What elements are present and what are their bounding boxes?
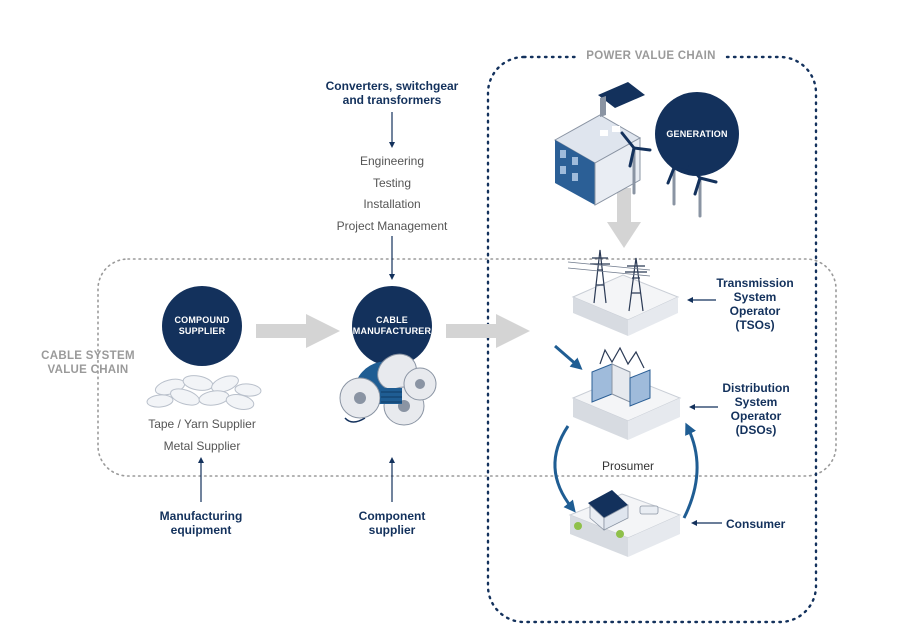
compound-supplier-label: COMPOUND SUPPLIER [162,315,242,337]
cable-chain-boundary [97,258,837,477]
service-item: Engineering [359,154,425,168]
cable-chain-title: CABLE SYSTEM VALUE CHAIN [33,349,143,377]
service-item: Testing [372,175,412,190]
dso-line1: Distribution [722,381,790,395]
cable-manufacturer-circle [352,286,432,366]
supplier-item: Tape / Yarn Supplier [148,417,256,431]
cable-reel-illustration [339,353,437,426]
tso-line1: Transmission [716,276,794,290]
distribution-platform [554,344,682,440]
cable-manufacturer-line2: MANUFACTURER [352,326,432,336]
service-item: Installation [363,197,421,211]
cable-manufacturer-label: CABLE MANUFACTURER [352,315,432,337]
manufacturing-equipment-line2: equipment [170,523,232,537]
prosumer-label: Prosumer [601,459,654,473]
converters-line1: Converters, switchgear [325,79,459,93]
cable-manufacturer-line1: CABLE [376,315,408,325]
power-station-illustration [553,82,645,206]
compound-supplier-line1: COMPOUND [174,315,230,325]
flow-arrow-compound-to-manufacturer [256,314,340,348]
converters-label: Converters, switchgear and transformers [312,79,472,107]
supplier-item: Metal Supplier [163,439,241,453]
manufacturing-equipment-line1: Manufacturing [159,509,243,523]
component-supplier-label: Component supplier [332,509,452,537]
dso-line2: System [734,395,778,409]
component-supplier-line1: Component [358,509,426,523]
supplier-list: Tape / Yarn Supplier Metal Supplier [132,413,272,457]
cable-chain-title-line1: CABLE SYSTEM [41,350,135,362]
compound-supplier-circle [162,286,242,366]
dso-line3: Operator [730,409,782,423]
transmission-platform [567,249,680,336]
power-chain-title: POWER VALUE CHAIN [586,50,716,62]
tso-line3: Operator [729,304,781,318]
component-supplier-line2: supplier [368,523,416,537]
cable-chain-title-line2: VALUE CHAIN [47,364,129,376]
consumer-label: Consumer [726,517,786,531]
manufacturing-equipment-label: Manufacturing equipment [141,509,261,537]
tso-line2: System [733,290,777,304]
generation-circle [655,92,739,176]
compound-pellets-illustration [146,375,262,410]
tso-line4: (TSOs) [735,318,775,332]
flow-arrow-generation-to-transmission [607,188,641,248]
tso-label: Transmission System Operator (TSOs) [710,276,800,332]
compound-supplier-line2: SUPPLIER [178,326,226,336]
dso-label: Distribution System Operator (DSOs) [711,381,801,437]
converters-line2: and transformers [342,93,442,107]
service-item: Project Management [336,218,448,233]
wind-turbine-illustration [620,131,718,218]
prosumer-cycle-arrow-right [682,422,699,519]
generation-label: GENERATION [666,129,728,139]
services-list: Engineering Testing Installation Project… [312,151,472,237]
prosumer-cycle-arrow-left [553,425,576,513]
dso-line4: (DSOs) [735,423,777,437]
flow-arrow-manufacturer-to-grid [446,314,530,348]
prosumer-platform [568,490,682,557]
